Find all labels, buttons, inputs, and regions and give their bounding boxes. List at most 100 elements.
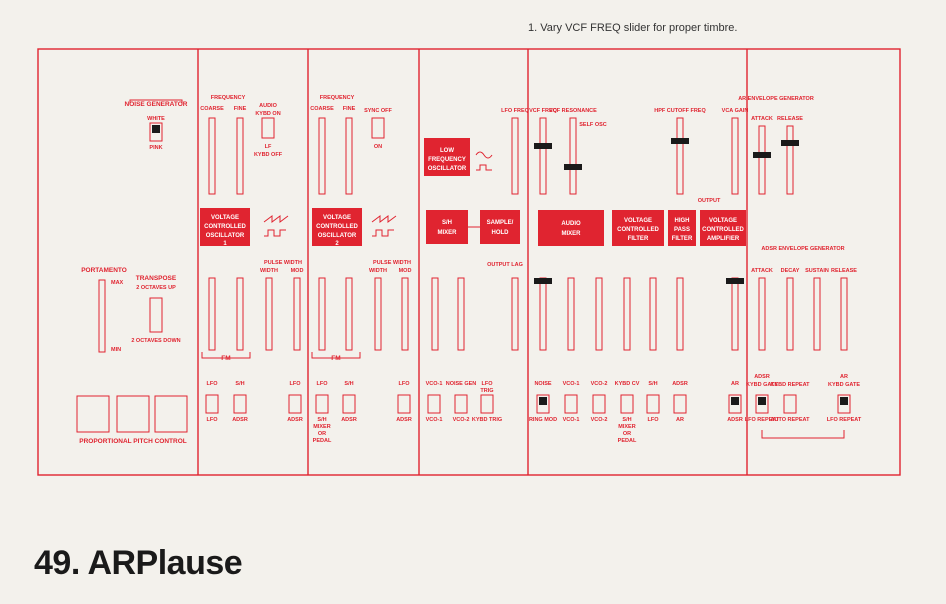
vco1-pwm-slider[interactable] xyxy=(293,277,301,351)
vco1-coarse-label: COARSE xyxy=(200,106,224,112)
vco2-fine-label: FINE xyxy=(343,106,356,112)
sh-lfo-trig-label: TRIG xyxy=(480,388,493,394)
mix-switch-3[interactable] xyxy=(592,394,606,414)
env-switch-3-lever xyxy=(840,397,848,405)
vco2-mod-slider-2[interactable] xyxy=(345,277,353,351)
vco1-mod-slider-1[interactable] xyxy=(208,277,216,351)
mix-kybd-cv-label: KYBD CV xyxy=(615,381,640,387)
vco2-adsr-label: ADSR xyxy=(341,417,357,423)
sh-slider-2[interactable] xyxy=(457,277,465,351)
mixer-slider-vco1[interactable] xyxy=(567,277,575,351)
vco2-switch-2[interactable] xyxy=(342,394,356,414)
mixer-slider-noise[interactable] xyxy=(539,277,547,351)
mix-switch-7[interactable] xyxy=(728,394,742,414)
mix-switch-6[interactable] xyxy=(673,394,687,414)
vco2-coarse-slider[interactable] xyxy=(318,117,326,195)
vco1-lfo2-label: LFO xyxy=(290,381,302,387)
pitch-pad-left[interactable] xyxy=(76,395,110,433)
vco1-switch-1[interactable] xyxy=(205,394,219,414)
mix-switch-4[interactable] xyxy=(620,394,634,414)
vco2-switch-3[interactable] xyxy=(397,394,411,414)
env-switch-1[interactable] xyxy=(755,394,769,414)
mix-switch-2[interactable] xyxy=(564,394,578,414)
pitch-pad-center[interactable] xyxy=(116,395,150,433)
vco2-sync-switch[interactable] xyxy=(371,117,385,139)
vco1-lf-label: LF xyxy=(265,144,272,150)
adsr-decay-slider[interactable] xyxy=(786,277,794,351)
vco1-fine-slider[interactable] xyxy=(236,117,244,195)
vco2-lfo2-label: LFO xyxy=(399,381,411,387)
mixer-slider-vco2[interactable] xyxy=(595,277,603,351)
sh-switch-1[interactable] xyxy=(427,394,441,414)
vca-box-text: CONTROLLED xyxy=(702,227,744,233)
vco1-width-slider[interactable] xyxy=(265,277,273,351)
env-kybd-repeat-label: KYBD REPEAT xyxy=(770,382,810,388)
vco1-coarse-slider[interactable] xyxy=(208,117,216,195)
vco2-box-text: VOLTAGE xyxy=(323,215,351,221)
env-auto-repeat-label: AUTO REPEAT xyxy=(771,417,811,423)
vca-box-text: AMPLIFIER xyxy=(707,236,740,242)
sh-lfo-trig-label: LFO xyxy=(482,381,494,387)
adsr-attack-slider[interactable] xyxy=(758,277,766,351)
hpf-cutoff-slider[interactable] xyxy=(676,117,684,195)
mix-switch-1[interactable] xyxy=(536,394,550,414)
output-lag-label: OUTPUT LAG xyxy=(487,262,523,268)
lfo-box-text: FREQUENCY xyxy=(428,157,466,163)
sh-slider-1[interactable] xyxy=(431,277,439,351)
ar-release-slider[interactable] xyxy=(786,125,794,195)
adsr-sustain-slider[interactable] xyxy=(813,277,821,351)
vco1-mod-slider-2[interactable] xyxy=(236,277,244,351)
vco1-switch-3[interactable] xyxy=(288,394,302,414)
transpose-switch[interactable] xyxy=(149,297,163,333)
vco2-switch-1[interactable] xyxy=(315,394,329,414)
sh-switch-2[interactable] xyxy=(454,394,468,414)
mix-switch-5[interactable] xyxy=(646,394,660,414)
vco1-frequency-label: FREQUENCY xyxy=(211,95,246,101)
portamento-slider[interactable] xyxy=(98,279,106,353)
sh-noise-gen-label: NOISE GEN xyxy=(446,381,477,387)
ar-release-label: RELEASE xyxy=(777,116,803,122)
patch-title: 49. ARPlause xyxy=(34,544,243,582)
lfo-freq-slider[interactable] xyxy=(511,117,519,195)
adsr-release-slider[interactable] xyxy=(840,277,848,351)
output-lag-slider[interactable] xyxy=(511,277,519,351)
filter-mod-slider-2[interactable] xyxy=(649,277,657,351)
vcf-freq-slider[interactable] xyxy=(539,117,547,195)
vco2-mod-slider-1[interactable] xyxy=(318,277,326,351)
filter-mod-slider-1[interactable] xyxy=(623,277,631,351)
vco1-width-label: WIDTH xyxy=(260,268,278,274)
env-switch-2[interactable] xyxy=(783,394,797,414)
vcf-resonance-slider[interactable] xyxy=(569,117,577,195)
vco1-range-switch[interactable] xyxy=(261,117,275,139)
sh-switch-3[interactable] xyxy=(480,394,494,414)
vca-mod-slider[interactable] xyxy=(731,277,739,351)
adsr-env-label: ADSR ENVELOPE GENERATOR xyxy=(761,246,844,252)
vco2-width-slider[interactable] xyxy=(374,277,382,351)
vcf-resonance-cap xyxy=(564,164,582,170)
noise-color-switch[interactable] xyxy=(149,122,163,142)
vco2-fine-slider[interactable] xyxy=(345,117,353,195)
mix-vco2-label: VCO-2 xyxy=(591,381,608,387)
env-switch-3[interactable] xyxy=(837,394,851,414)
saw-wave-icon xyxy=(263,215,289,223)
vco2-on-label: ON xyxy=(374,144,382,150)
sample-hold-box-text: HOLD xyxy=(492,230,510,236)
lfo-freq-label: LFO FREQ xyxy=(501,108,530,114)
vco1-switch-2[interactable] xyxy=(233,394,247,414)
ar-release-cap xyxy=(781,140,799,146)
vco2-sh-mixer-label: PEDAL xyxy=(313,438,332,444)
filter-mod-slider-3[interactable] xyxy=(676,277,684,351)
env-switch-1-lever xyxy=(758,397,766,405)
mix-sh-mixer-label: PEDAL xyxy=(618,438,637,444)
ar-attack-slider[interactable] xyxy=(758,125,766,195)
env-kybd-gate-label: KYBD GATE xyxy=(746,382,778,388)
panel-frame xyxy=(37,48,901,476)
vco1-fm-label: FM xyxy=(221,355,230,362)
mix-adsr2-label: ADSR xyxy=(727,417,743,423)
vco2-pwm-slider[interactable] xyxy=(401,277,409,351)
vca-gain-slider[interactable] xyxy=(731,117,739,195)
vca-box-text: VOLTAGE xyxy=(709,218,737,224)
vcf-box-text: FILTER xyxy=(628,236,649,242)
pitch-pad-right[interactable] xyxy=(154,395,188,433)
adsr-decay-label: DECAY xyxy=(781,268,800,274)
